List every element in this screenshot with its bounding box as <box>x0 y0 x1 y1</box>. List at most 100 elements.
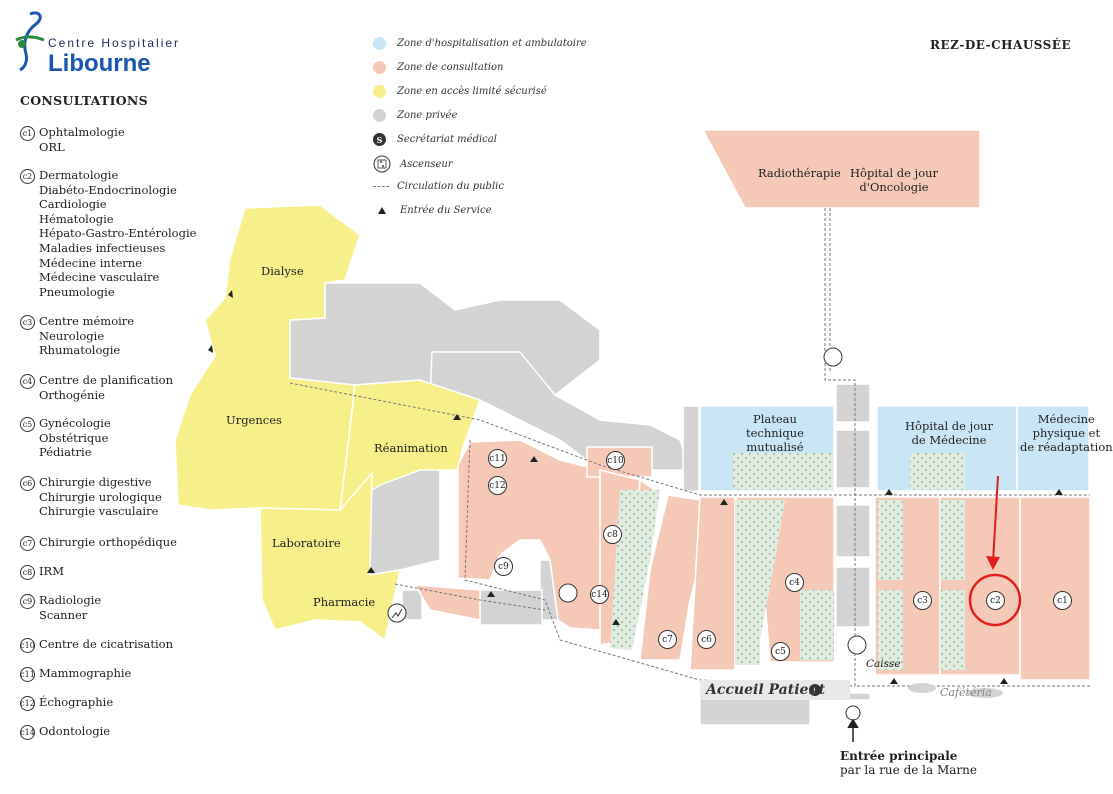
dashed-line-icon <box>373 186 389 187</box>
map-badge-c5[interactable]: c5 <box>771 642 790 661</box>
consultation-line: Hématologie <box>39 211 114 226</box>
map-badge-c2[interactable]: c2 <box>986 591 1005 610</box>
map-badge-c14[interactable]: c14 <box>590 585 609 604</box>
svg-text:i: i <box>813 687 817 697</box>
consultation-line: Chirurgie orthopédique <box>39 535 177 549</box>
consultation-code-badge: c5 <box>20 417 35 432</box>
zone-label-pharmacie: Pharmacie <box>313 595 376 609</box>
map-badge-c6[interactable]: c6 <box>697 630 716 649</box>
consultation-item-c11: c11 Mammographie <box>20 666 131 682</box>
consultation-line: Chirurgie urologique <box>39 489 162 504</box>
consultation-line: Centre de planification <box>39 373 173 387</box>
legend-label: Entrée du Service <box>400 205 492 216</box>
entrance-arrow-icon <box>847 718 859 742</box>
consultation-line: Neurologie <box>39 328 105 343</box>
consultation-line: Hépato-Gastro-Entérologie <box>39 226 197 241</box>
main-entrance-marker <box>845 705 861 721</box>
map-badge-c8[interactable]: c8 <box>603 525 622 544</box>
map-badge-c12[interactable]: c12 <box>488 476 507 495</box>
legend-limite: Zone en accès limité sécurisé <box>373 85 547 98</box>
cafeteria-table <box>908 683 936 693</box>
map-badge-c10[interactable]: c10 <box>606 451 625 470</box>
swatch-icon <box>373 109 386 122</box>
consultation-line: Diabéto-Endocrinologie <box>39 182 177 197</box>
consultation-code-badge: c12 <box>20 696 35 711</box>
legend-hospitalisation: Zone d'hospitalisation et ambulatoire <box>373 37 587 50</box>
consultation-code-badge: c11 <box>20 667 35 682</box>
consultation-line: Maladies infectieuses <box>39 240 166 255</box>
consultation-line: Échographie <box>39 695 114 709</box>
consultation-code-badge: c1 <box>20 126 35 141</box>
consultation-line: ORL <box>39 139 65 154</box>
map-badge-c3[interactable]: c3 <box>913 591 932 610</box>
zone-line: Plateau <box>752 412 797 426</box>
map-badge-c1[interactable]: c1 <box>1053 591 1072 610</box>
legend-label: Zone privée <box>397 110 458 121</box>
logo-title: Libourne <box>48 50 151 77</box>
swatch-icon <box>373 85 386 98</box>
legend-secretariat: S Secrétariat médical <box>373 133 497 146</box>
consultation-code-badge: c9 <box>20 594 35 609</box>
consultation-line: Mammographie <box>39 666 132 680</box>
consultation-item-c2: c2 Dermatologie Diabéto-Endocrinologie C… <box>20 168 196 299</box>
consultation-item-c14: c14 Odontologie <box>20 724 110 740</box>
limited-access-zones <box>174 204 481 642</box>
map-badge-c4[interactable]: c4 <box>785 573 804 592</box>
elevator-icon <box>373 155 391 173</box>
annotation-highlight <box>968 475 1022 627</box>
secretariat-icon: S <box>373 133 386 146</box>
legend-label: Zone d'hospitalisation et ambulatoire <box>397 38 587 49</box>
zone-line: mutualisé <box>746 440 804 454</box>
accueil-patient-label: Accueil Patient <box>706 682 826 698</box>
map-badge-c9[interactable]: c9 <box>494 557 513 576</box>
legend-privee: Zone privée <box>373 109 457 122</box>
main-entrance-title: Entrée principale <box>840 749 958 763</box>
zone-line: de réadaptation <box>1020 440 1113 454</box>
consultation-line: Pédiatrie <box>39 445 92 460</box>
zone-label-dialyse: Dialyse <box>261 264 304 278</box>
legend-consultation: Zone de consultation <box>373 61 504 74</box>
swatch-icon <box>373 37 386 50</box>
map-badge-c11[interactable]: c11 <box>488 449 507 468</box>
consultation-line: Chirurgie digestive <box>39 475 152 489</box>
main-entrance-subtitle: par la rue de la Marne <box>840 763 977 777</box>
consultation-line: Scanner <box>39 607 88 622</box>
consultation-line: Dermatologie <box>39 168 119 182</box>
consultation-line: Rhumatologie <box>39 343 121 358</box>
swatch-icon <box>373 61 386 74</box>
map-badge-c7[interactable]: c7 <box>658 630 677 649</box>
info-icon <box>809 684 821 696</box>
consultation-code-badge: c10 <box>20 638 35 653</box>
floor-title: REZ-DE-CHAUSSÉE <box>930 38 1072 52</box>
zone-line: Hôpital de jour <box>905 419 994 433</box>
zone-label-radiotherapie: Radiothérapie <box>758 166 841 180</box>
legend-label: Zone en accès limité sécurisé <box>397 86 547 97</box>
consultation-line: IRM <box>39 564 64 578</box>
consultation-line: Pneumologie <box>39 284 115 299</box>
main-entrance-label: Entrée principale par la rue de la Marne <box>840 749 977 777</box>
legend-label: Zone de consultation <box>397 62 504 73</box>
legend-label: Ascenseur <box>400 158 453 170</box>
legend-circulation: Circulation du public <box>373 181 504 192</box>
consultation-code-badge: c7 <box>20 536 35 551</box>
cafeteria-label: Cafétéria <box>940 686 992 699</box>
garden-zones <box>610 453 965 670</box>
consultation-line: Odontologie <box>39 724 111 738</box>
hospital-logo: Centre Hospitalier Libourne <box>10 10 210 80</box>
logo-mark-icon <box>15 11 45 72</box>
consultation-line: Centre de cicatrisation <box>39 637 174 651</box>
zone-line: technique <box>746 426 804 440</box>
consultation-line: Obstétrique <box>39 430 109 445</box>
consultation-line: Médecine vasculaire <box>39 270 160 285</box>
consultation-line: Centre mémoire <box>39 314 135 328</box>
consultation-line: Médecine interne <box>39 255 142 270</box>
zone-label-laboratoire: Laboratoire <box>272 536 341 550</box>
elevator-icons <box>387 347 867 655</box>
